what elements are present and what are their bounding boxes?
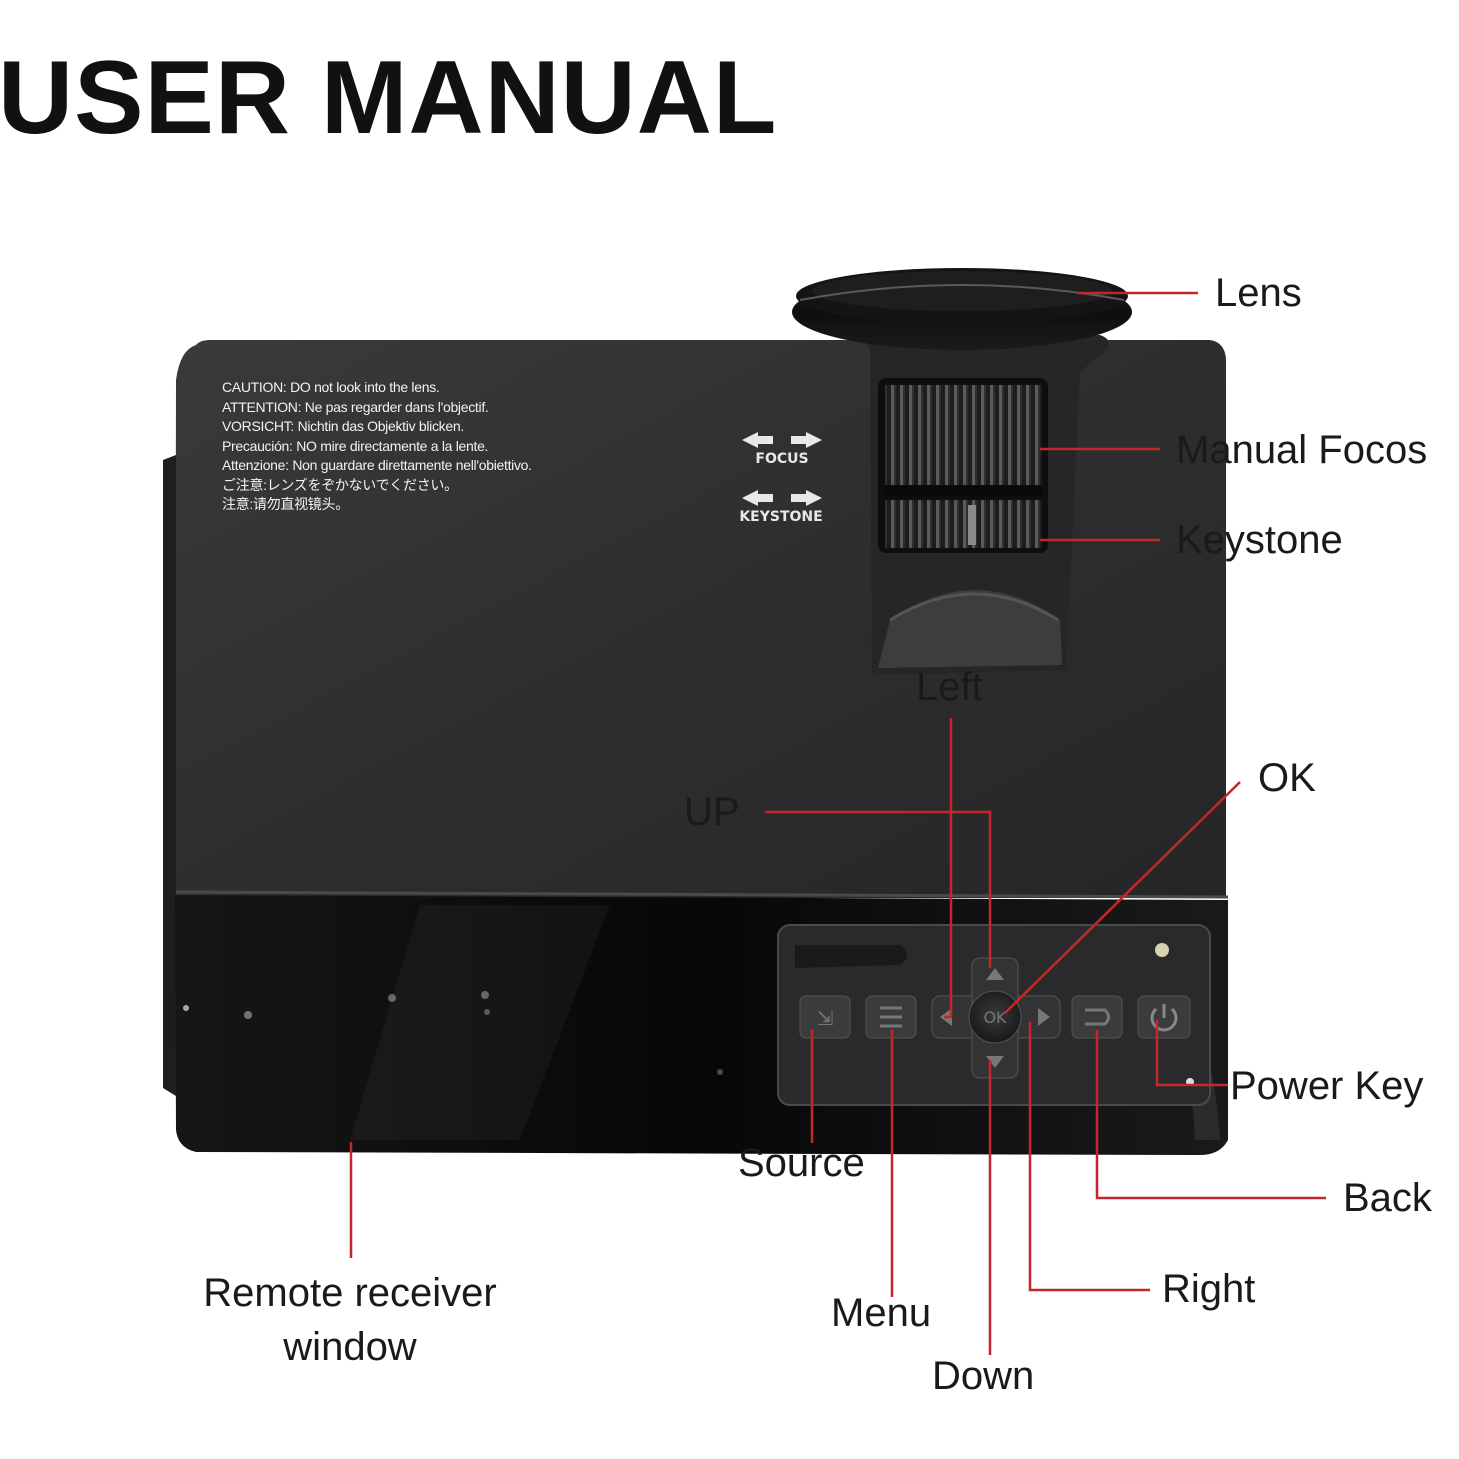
lens-label: Lens: [1215, 271, 1302, 315]
focus-marking: [742, 432, 822, 448]
source-button[interactable]: ⇲: [799, 995, 851, 1039]
caution-line: 注意:请勿直视镜头。: [222, 496, 349, 512]
down-arrow-icon: [986, 1056, 1004, 1068]
remote-receiver-line-1: Remote receiver: [203, 1271, 497, 1315]
keystone-ring: [885, 500, 1042, 548]
power-key-label: Power Key: [1230, 1064, 1424, 1108]
ok-leader: [1004, 781, 1241, 1014]
back-label: Back: [1343, 1176, 1432, 1220]
ok-label: OK: [1258, 756, 1316, 800]
right-arrow-icon: [1038, 1008, 1050, 1026]
down-label: Down: [932, 1354, 1035, 1398]
power-button[interactable]: [1137, 995, 1191, 1039]
ok-button: [968, 990, 1022, 1044]
menu-label: Menu: [831, 1291, 932, 1335]
keystone-marking-label: KEYSTONE: [739, 509, 822, 525]
menu-button[interactable]: [865, 995, 917, 1039]
caution-line: CAUTION: DO not look into the lens.: [222, 379, 440, 395]
page-title: USER MANUAL: [0, 40, 778, 156]
right-leader: [1028, 1022, 1150, 1292]
caution-line: VORSICHT: Nichtin das Objektiv blicken.: [222, 418, 464, 434]
menu-icon: [880, 1006, 902, 1028]
remote-receiver-label: Remote receiver window: [180, 1266, 520, 1374]
leader-lines: [349, 291, 1326, 1355]
source-icon: ⇲: [817, 1006, 834, 1030]
ok-icon: OK: [983, 1008, 1007, 1027]
caution-line: Precaución: NO mire directamente a la le…: [222, 437, 489, 454]
manual-focus-label: Manual Focos: [1176, 428, 1428, 472]
up-leader: [765, 810, 992, 968]
focus-label: FOCUS: [755, 451, 808, 467]
up-label: UP: [684, 790, 740, 834]
focus-ring: [885, 385, 1042, 485]
caution-line: Attenzione: Non guardare direttamente ne…: [222, 457, 532, 473]
caution-line: ATTENTION: Ne pas regarder dans l'object…: [222, 398, 489, 415]
caution-line: ご注意:レンズをぞかないでください。: [222, 476, 458, 493]
left-label: Left: [916, 665, 983, 709]
source-label: Source: [738, 1141, 865, 1185]
power-icon: [1150, 1004, 1178, 1032]
left-leader: [944, 718, 953, 1019]
power-key-leader: [1155, 1020, 1228, 1087]
up-arrow-icon: [986, 968, 1004, 980]
back-icon: [1085, 1008, 1110, 1026]
keystone-marking: [742, 490, 822, 506]
keystone-label: Keystone: [1176, 518, 1343, 562]
caution-text: CAUTION: DO not look into the lens. ATTE…: [222, 378, 532, 515]
right-label: Right: [1162, 1267, 1256, 1311]
back-leader: [1095, 1030, 1326, 1200]
remote-receiver-line-2: window: [283, 1325, 417, 1369]
